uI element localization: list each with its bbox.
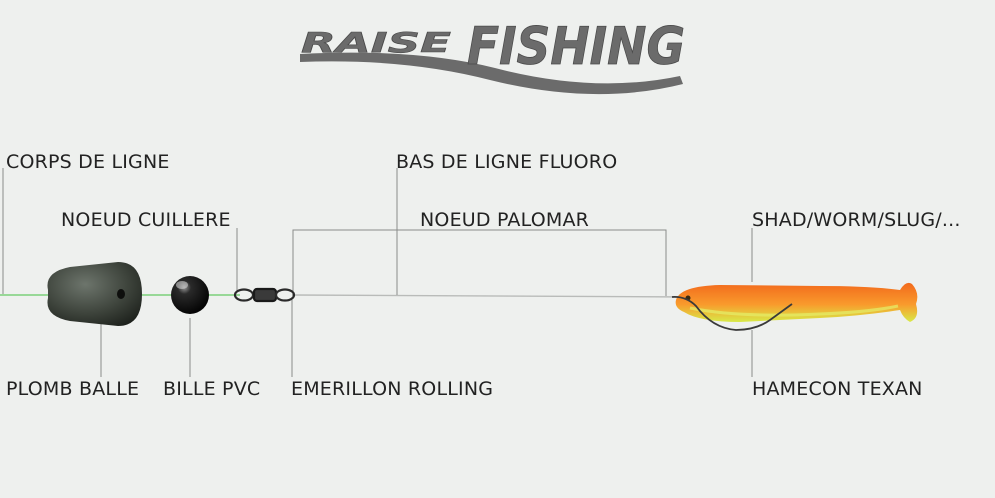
label-noeud-palomar: NOEUD PALOMAR [420,209,590,231]
soft-lure [675,282,918,322]
pvc-bead-highlight [176,281,188,289]
label-plomb-balle: PLOMB BALLE [6,378,140,400]
leader-line [291,294,691,298]
bullet-weight-hole [117,289,125,299]
logo-word-raise: RAISE [301,26,451,59]
pvc-bead [171,276,209,314]
label-bille-pvc: BILLE PVC [163,378,261,400]
label-noeud-cuillere: NOEUD CUILLERE [61,209,231,231]
label-hamecon: HAMECON TEXAN [752,378,923,400]
callout-noeud-palomar [292,229,667,296]
raise-fishing-logo: RAISE FISHING [300,17,685,95]
texan-hook [671,296,793,331]
logo-word-fishing: FISHING [467,17,685,77]
bullet-weight [47,262,142,326]
label-bas-de-ligne: BAS DE LIGNE FLUORO [396,151,618,173]
label-corps-de-ligne: CORPS DE LIGNE [6,151,170,173]
rolling-swivel [233,287,296,303]
logo-swoosh [300,52,683,95]
label-emerillon: EMERILLON ROLLING [291,378,494,400]
label-leurre: SHAD/WORM/SLUG/... [752,209,961,231]
